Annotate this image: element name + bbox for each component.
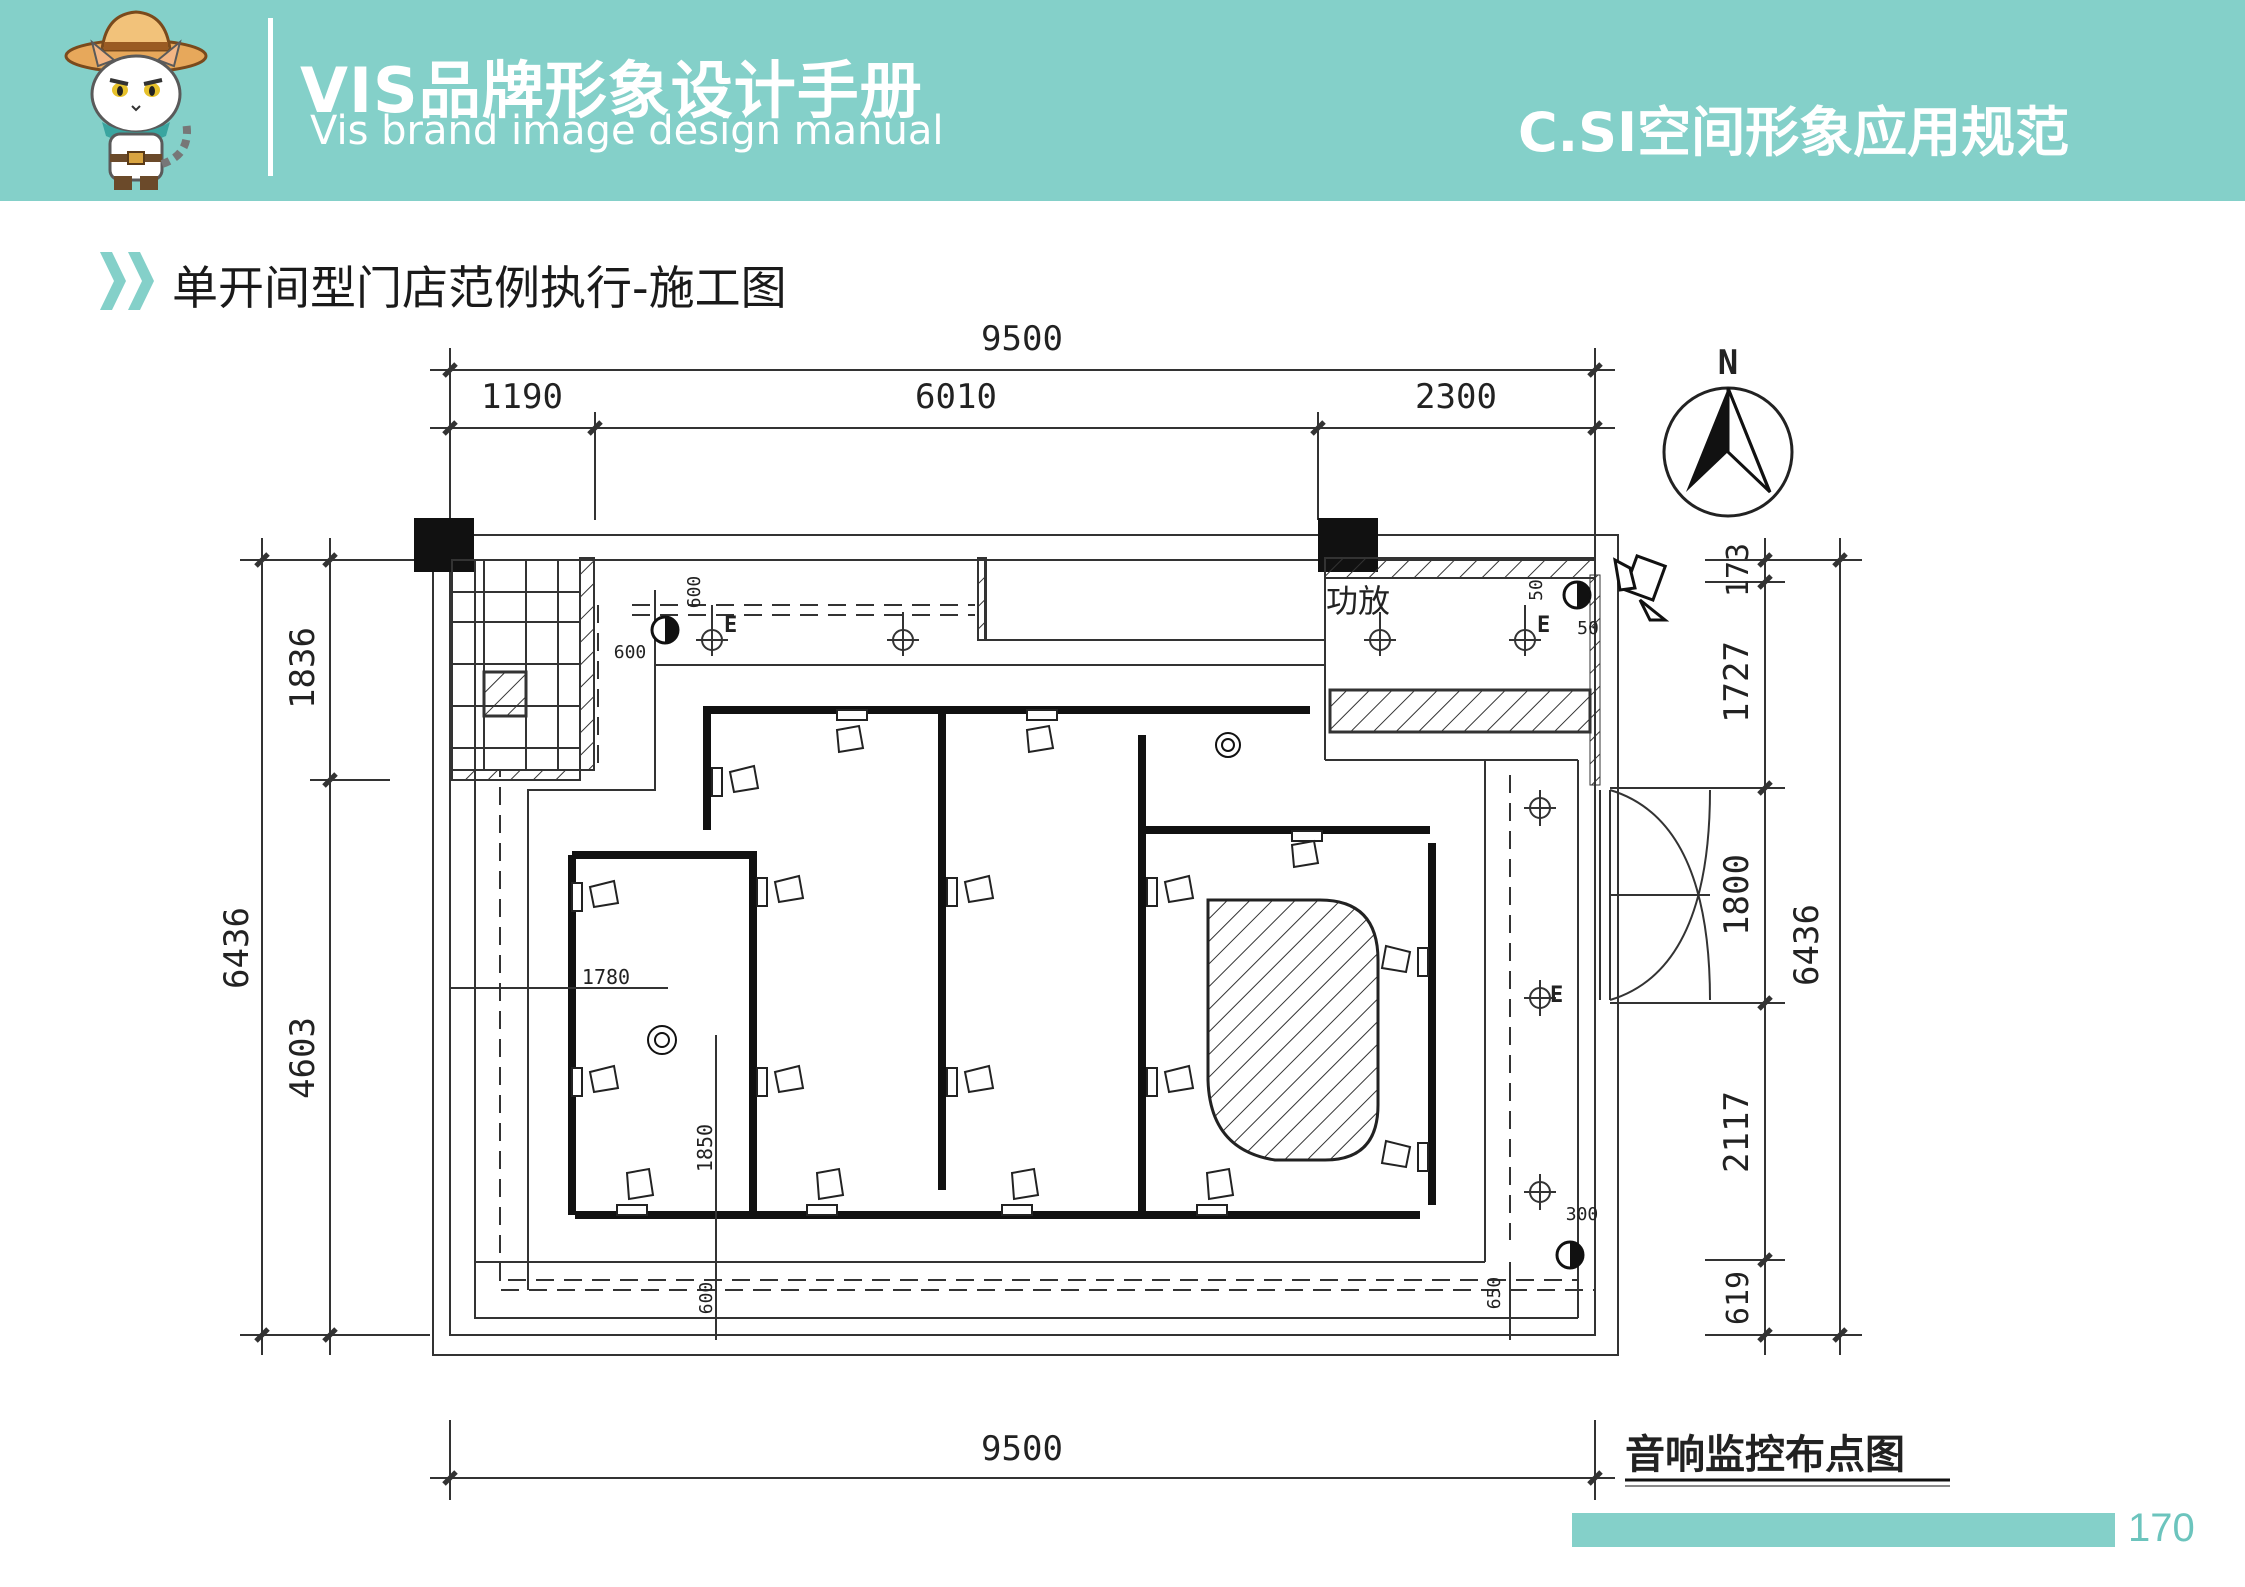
e-mark: E <box>724 613 737 638</box>
hatched-counter <box>1328 688 1592 734</box>
manual-title-cn: VIS品牌形象设计手册 <box>300 54 923 127</box>
dim-right-door: 1800 <box>1717 854 1757 936</box>
north-label: N <box>1718 343 1738 383</box>
small-dim: 300 <box>1566 1204 1599 1225</box>
security-camera-icon <box>1613 554 1670 622</box>
small-dim: 600 <box>696 1282 717 1315</box>
amplifier-label: 功放 <box>1326 582 1390 620</box>
small-dim: 600 <box>684 576 705 609</box>
camera-dome-icon <box>647 732 1241 1055</box>
small-dimension-lines <box>450 987 1511 1340</box>
dim-right-b: 1727 <box>1717 641 1757 723</box>
dim-top-middle: 6010 <box>915 377 997 417</box>
speaker-icon <box>1555 1240 1585 1270</box>
double-chevron-icon <box>100 252 154 310</box>
footer-bar <box>1572 1513 2115 1547</box>
hatched-wall <box>1589 574 1601 786</box>
entrance-door <box>1599 789 1711 1001</box>
spotlight-fixtures <box>571 709 1429 1216</box>
cat-cowboy-mascot-logo <box>64 10 208 190</box>
e-mark: E <box>1550 983 1563 1008</box>
drawing-title: 音响监控布点图 <box>1625 1432 1905 1478</box>
dim-top-right: 2300 <box>1415 377 1497 417</box>
hatched-box <box>482 670 528 718</box>
display-island <box>1206 898 1380 1162</box>
dim-right-c: 2117 <box>1717 1091 1757 1173</box>
e-mark: E <box>1537 613 1550 638</box>
dim-left-lower: 4603 <box>283 1017 323 1099</box>
dim-total-top: 9500 <box>981 319 1063 359</box>
speaker-icon <box>1562 580 1592 610</box>
small-dim: 1850 <box>693 1124 717 1172</box>
ceiling-outlet-markers <box>696 605 1556 1210</box>
north-arrow-icon <box>1662 386 1794 518</box>
column <box>414 518 474 572</box>
left-dimension-lines <box>240 538 430 1355</box>
dim-left-total: 6436 <box>217 907 257 989</box>
dim-top-left: 1190 <box>481 377 563 417</box>
small-dim: 50 <box>1526 579 1547 601</box>
hatched-wall <box>1324 557 1596 579</box>
building-walls <box>432 534 1619 1356</box>
dim-right-total: 6436 <box>1787 904 1827 986</box>
hatched-wall <box>977 557 987 641</box>
section-title: C.SI空间形象应用规范 <box>1518 101 2070 164</box>
tile-area <box>451 559 581 771</box>
bottom-dimension-line <box>430 1420 1615 1500</box>
dim-bottom-total: 9500 <box>981 1429 1063 1469</box>
dim-left-upper: 1836 <box>283 627 323 709</box>
manual-title-en: Vis brand image design manual <box>310 108 944 154</box>
page-subtitle: 单开间型门店范例执行-施工图 <box>172 261 787 315</box>
top-dimension-lines <box>430 348 1615 560</box>
small-dim: 600 <box>614 642 647 663</box>
small-dim: 650 <box>1484 1277 1505 1310</box>
dim-right-a: 173 <box>1721 543 1756 597</box>
small-dim: 50 <box>1577 618 1599 639</box>
page-number: 170 <box>2128 1506 2195 1550</box>
hatched-wall <box>579 557 595 771</box>
header-divider <box>268 18 273 176</box>
right-dimension-lines <box>1610 538 1862 1355</box>
speaker-icon <box>650 615 680 645</box>
small-dim: 1780 <box>582 965 630 989</box>
page-header: VIS品牌形象设计手册 Vis brand image design manua… <box>0 0 2245 201</box>
dim-right-d: 619 <box>1721 1271 1756 1325</box>
hatched-wall <box>451 769 581 781</box>
